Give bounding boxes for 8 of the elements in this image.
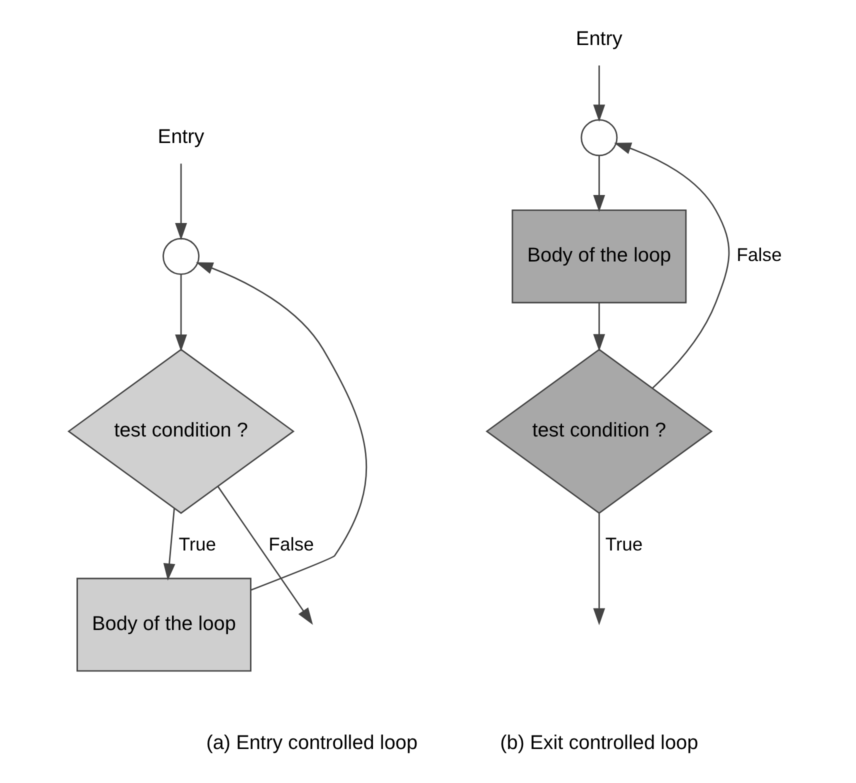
label: (b) Exit controlled loop bbox=[500, 732, 698, 754]
label: (a) Entry controlled loop bbox=[206, 732, 418, 754]
edge-label: False bbox=[736, 244, 782, 266]
edge-label: True bbox=[604, 534, 642, 555]
edge-label: False bbox=[268, 534, 314, 555]
node-text: Entry bbox=[575, 28, 622, 50]
edge-label: True bbox=[178, 534, 216, 555]
node-text: Entry bbox=[157, 126, 204, 148]
